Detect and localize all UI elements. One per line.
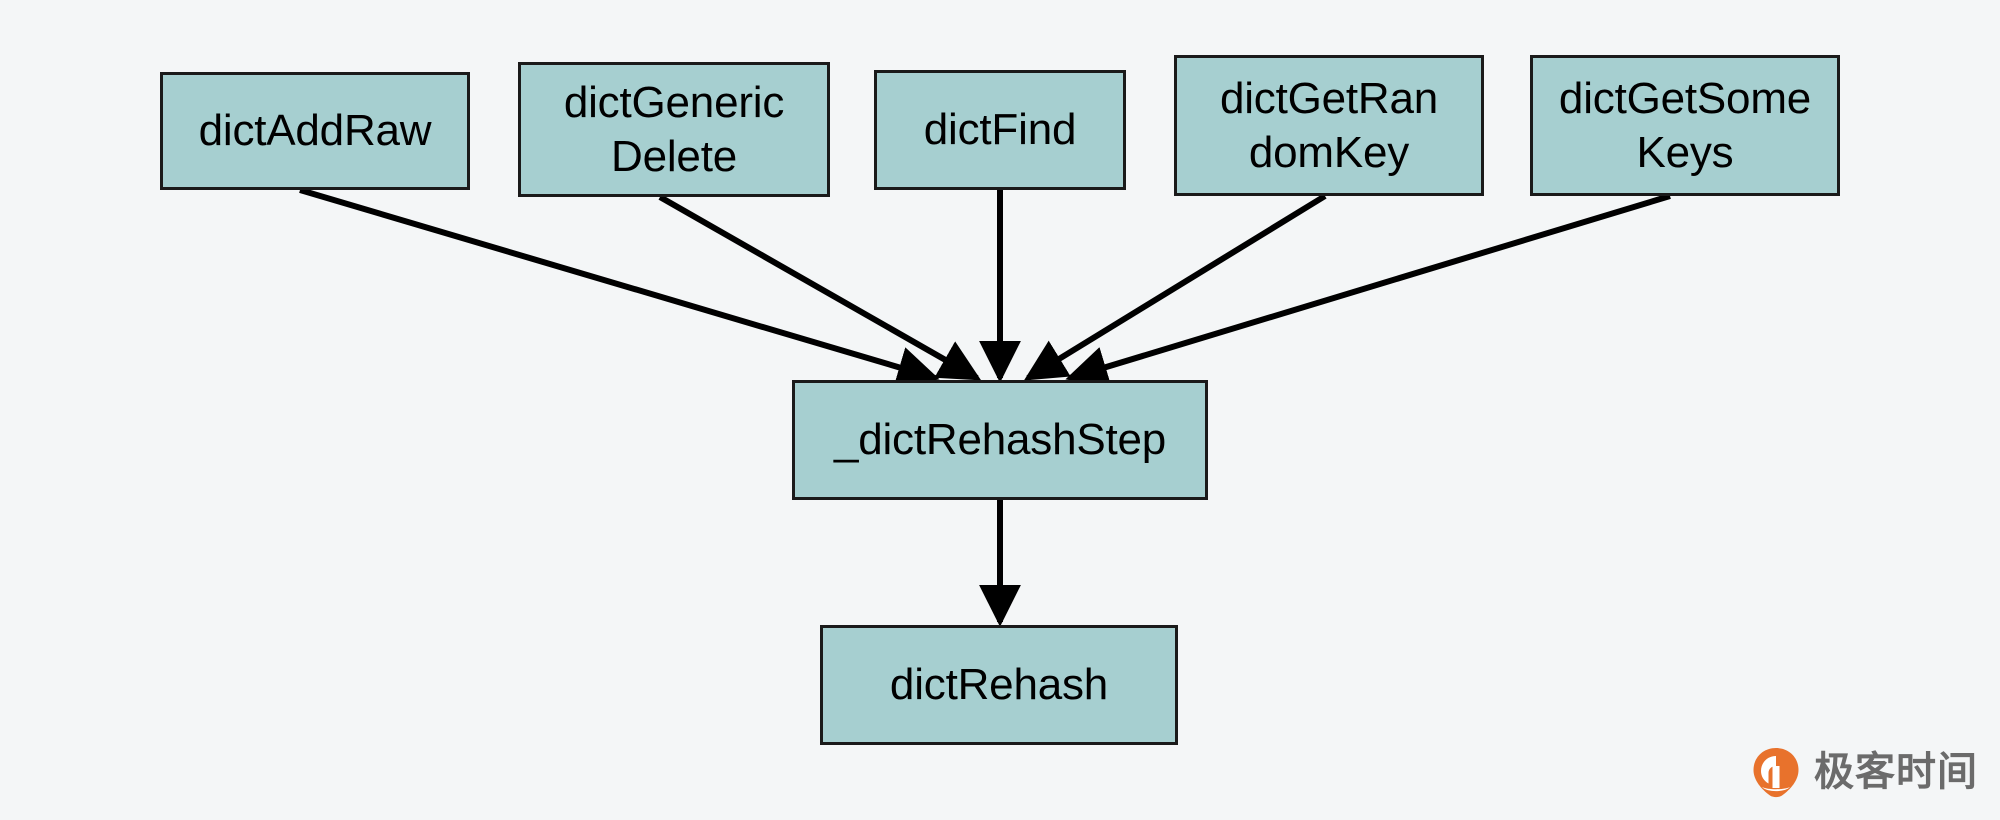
edge-dictGetRandomKey-to-_dictRehashStep: [1023, 193, 1327, 381]
geektime-logo-icon: [1750, 746, 1802, 798]
edges: [299, 187, 1671, 627]
node-dictrehash[interactable]: dictRehash: [820, 625, 1178, 745]
node-dictaddraw[interactable]: dictAddRaw: [160, 72, 470, 190]
watermark-text: 极客时间: [1814, 749, 1978, 795]
edge-dictGenericDelete-to-_dictRehashStep: [658, 194, 982, 381]
edge-dictAddRaw-to-_dictRehashStep: [299, 187, 940, 388]
node-label: dictGeneric Delete: [563, 77, 785, 181]
node-label: dictFind: [923, 105, 1077, 155]
node-dictfind[interactable]: dictFind: [874, 70, 1126, 190]
node-label: dictAddRaw: [198, 106, 432, 156]
node-dictrehashstep[interactable]: _dictRehashStep: [792, 380, 1208, 500]
watermark: 极客时间: [1750, 746, 1978, 798]
node-label: dictGetRan domKey: [1219, 73, 1439, 177]
node-dictgetsomekeys[interactable]: dictGetSome Keys: [1530, 55, 1840, 196]
node-label: dictRehash: [889, 660, 1109, 710]
node-label: _dictRehashStep: [833, 415, 1167, 465]
node-dictgenericdelete[interactable]: dictGeneric Delete: [518, 62, 830, 197]
node-dictgetrandomkey[interactable]: dictGetRan domKey: [1174, 55, 1484, 196]
node-label: dictGetSome Keys: [1558, 73, 1812, 177]
edge-dictGetSomeKeys-to-_dictRehashStep: [1065, 193, 1671, 388]
